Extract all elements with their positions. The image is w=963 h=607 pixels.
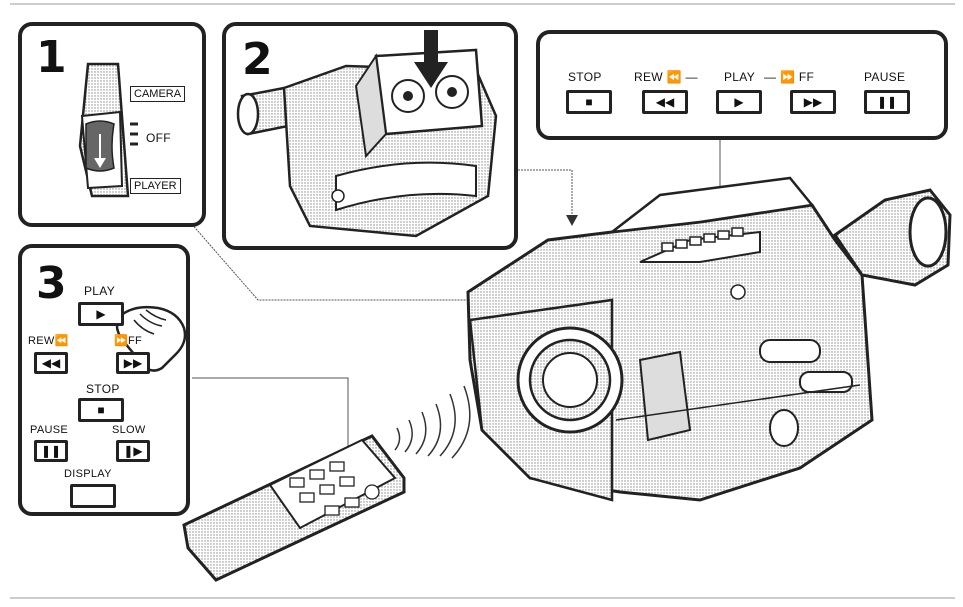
remote-play-button[interactable]: ▶ <box>78 302 124 326</box>
dash-right: — <box>764 70 777 84</box>
label-ff: — ⏩ FF <box>764 70 814 84</box>
remote-ff-button[interactable]: ▶▶ <box>116 352 150 374</box>
ff-text: FF <box>798 70 815 84</box>
connector-step2 <box>512 169 573 220</box>
label-stop: STOP <box>568 70 602 84</box>
remote-label-rew: REW⏪ <box>28 334 69 347</box>
step-number-2: 2 <box>242 34 273 85</box>
remote-illustration <box>182 434 406 582</box>
remote-label-play: PLAY <box>84 284 115 298</box>
power-switch-drawing <box>78 62 138 198</box>
remote-ff-text: FF <box>128 335 143 347</box>
stop-icon: ■ <box>97 403 105 417</box>
connector-arrowhead <box>566 215 578 226</box>
rew-circle-icon: ⏪ <box>666 70 682 84</box>
switch-player-label: PLAYER <box>130 178 181 194</box>
top-ff-button[interactable]: ▶▶ <box>790 90 836 114</box>
connector-step3 <box>192 377 349 450</box>
slow-icon: ❚▶ <box>123 444 143 458</box>
pause-icon: ❚❚ <box>876 95 898 109</box>
label-pause: PAUSE <box>864 70 906 84</box>
switch-camera-label: CAMERA <box>130 86 186 102</box>
remote-label-ff: ⏩FF <box>114 334 142 347</box>
top-rew-button[interactable]: ◀◀ <box>642 90 688 114</box>
remote-stop-button[interactable]: ■ <box>78 398 124 422</box>
remote-pause-button[interactable]: ❚❚ <box>34 440 68 462</box>
fast-forward-icon: ▶▶ <box>803 95 823 109</box>
rewind-icon: ◀◀ <box>41 356 61 370</box>
label-play: PLAY <box>724 70 755 84</box>
cassette-insertion-drawing <box>236 30 498 238</box>
camcorder-illustration <box>466 176 952 502</box>
connector-step1 <box>189 221 520 301</box>
step-number-3: 3 <box>36 258 67 309</box>
remote-display-button[interactable] <box>70 484 116 508</box>
remote-label-stop: STOP <box>86 382 120 396</box>
remote-label-pause: PAUSE <box>30 424 68 436</box>
step3-panel: 3 PLAY ▶ REW⏪ ⏩FF ◀◀ ▶▶ STOP ■ PAUSE SLO… <box>18 244 190 516</box>
ff-circle-icon: ⏩ <box>114 335 128 347</box>
remote-label-display: DISPLAY <box>64 468 112 480</box>
rewind-icon: ◀◀ <box>655 95 675 109</box>
stop-icon: ■ <box>585 95 593 109</box>
remote-label-slow: SLOW <box>112 424 146 436</box>
step2-panel: 2 <box>222 22 518 250</box>
pause-icon: ❚❚ <box>40 444 62 458</box>
step-number-1: 1 <box>36 32 67 83</box>
rew-circle-icon: ⏪ <box>54 335 69 347</box>
ff-circle-icon: ⏩ <box>779 70 796 84</box>
remote-rew-text: REW <box>28 335 55 347</box>
top-play-button[interactable]: ▶ <box>716 90 762 114</box>
remote-slow-button[interactable]: ❚▶ <box>116 440 150 462</box>
fast-forward-icon: ▶▶ <box>123 356 143 370</box>
label-rew: REW ⏪ — <box>634 70 698 84</box>
switch-off-label: OFF <box>146 131 171 145</box>
rew-text: REW <box>634 70 663 84</box>
top-controls-panel: STOP REW ⏪ — PLAY — ⏩ FF PAUSE ■ ◀◀ ▶ ▶▶… <box>536 30 948 140</box>
remote-rew-button[interactable]: ◀◀ <box>34 352 68 374</box>
top-stop-button[interactable]: ■ <box>566 90 612 114</box>
dash-left: — <box>685 70 698 84</box>
step1-panel: 1 CAMERA OFF PLAYER <box>18 22 206 227</box>
ir-waves <box>394 385 471 459</box>
play-icon: ▶ <box>96 307 106 321</box>
top-pause-button[interactable]: ❚❚ <box>864 90 910 114</box>
play-icon: ▶ <box>734 95 744 109</box>
pointing-hand-drawing <box>115 305 187 372</box>
